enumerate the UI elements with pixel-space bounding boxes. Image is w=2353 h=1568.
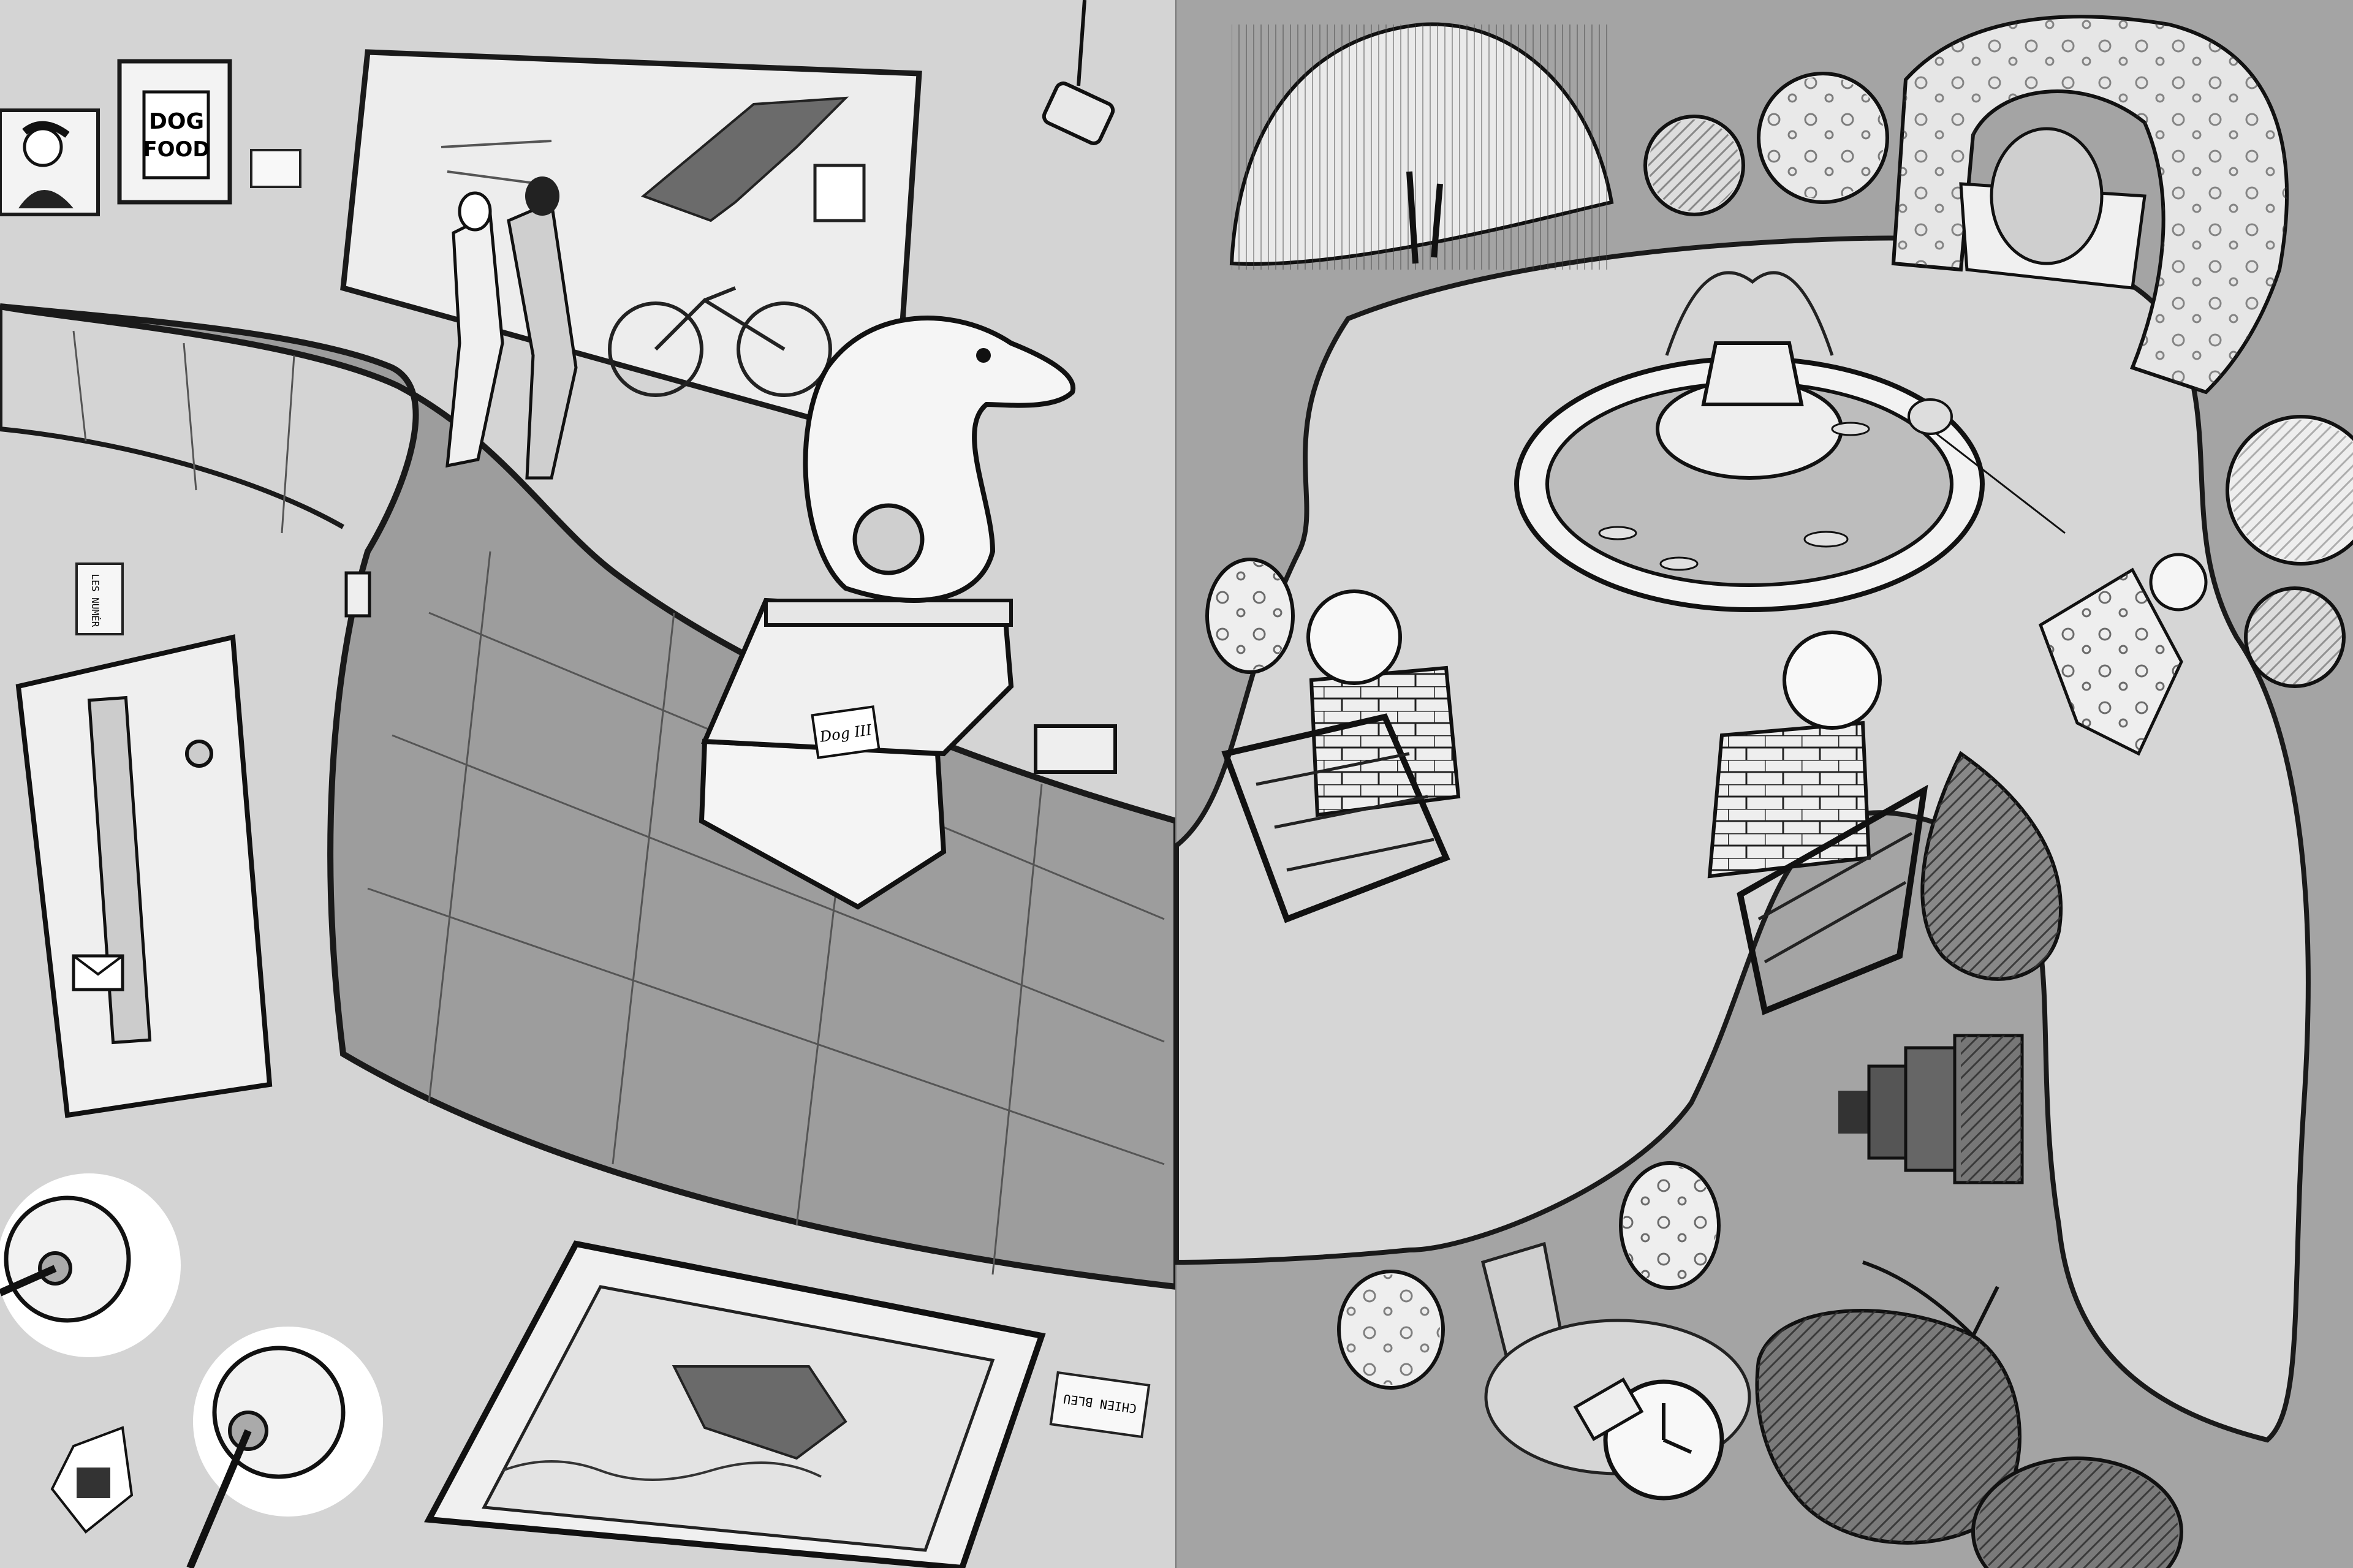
dog-food-text-1: DOG (149, 109, 204, 134)
wall-card (75, 562, 124, 635)
dog-food-poster: DOG FOOD (117, 59, 232, 205)
gate-right (1707, 631, 1928, 1015)
museum-panel: DOG FOOD (0, 0, 1180, 1568)
dog-bicycle-painting (340, 49, 922, 445)
bench-couple (1990, 127, 2104, 265)
fountain (1514, 271, 1985, 612)
security-camera (1042, 0, 1115, 145)
woman-walking-dog (1908, 398, 2208, 756)
acorn-bush (1971, 1456, 2183, 1568)
wall-label-small (250, 149, 301, 188)
wall-outlet-2 (1034, 724, 1117, 774)
garden-clock (1573, 1377, 1724, 1501)
dog-food-text-2: FOOD (143, 137, 210, 162)
door-knob (185, 740, 213, 768)
dark-bush (1755, 1260, 2021, 1545)
small-dog (1908, 398, 1953, 435)
wall-card-text: LES NUMÉR (89, 574, 101, 627)
rose-arch (1891, 15, 2289, 395)
weeping-willow (1229, 22, 1614, 270)
gate-left (1221, 589, 1461, 923)
wall-outlet-1 (344, 571, 371, 618)
teardrop-tree (1920, 751, 2063, 981)
topiary (1838, 1034, 2024, 1184)
door (15, 634, 273, 1118)
blue-dog-painting (424, 1240, 1046, 1568)
dog-sculpture: Dog III (699, 316, 1076, 910)
smoke-detector (50, 1426, 134, 1534)
painting-label (1049, 1371, 1151, 1439)
ceiling-lamp-2 (186, 1327, 383, 1568)
garden-panel (1174, 0, 2353, 1568)
portrait-painting (0, 108, 100, 216)
statue-plaque (811, 705, 881, 759)
visitors-couple (445, 176, 578, 480)
ceiling-lamp-1 (0, 1173, 181, 1357)
